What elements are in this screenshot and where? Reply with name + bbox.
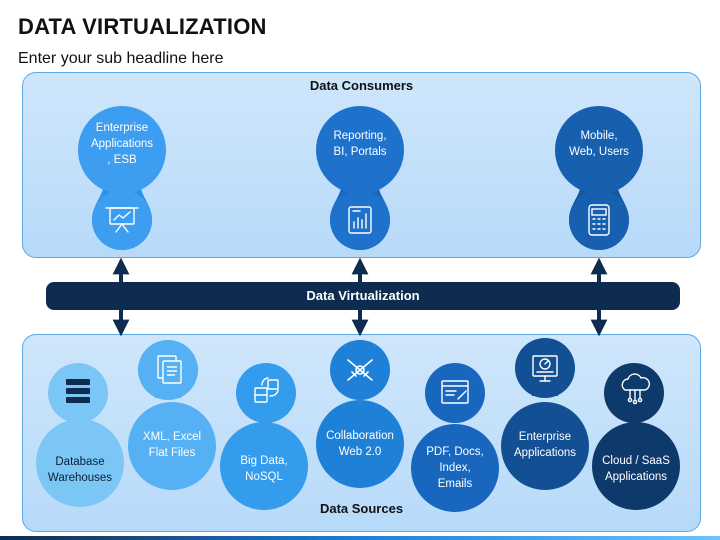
source-shape-bigdata [220, 363, 308, 510]
cloud-network-icon [621, 373, 651, 405]
source-shape-enterprise [501, 338, 589, 490]
source-label-bigdata: Big Data,NoSQL [240, 455, 288, 483]
report-chart-icon [348, 206, 372, 234]
footer-stripe [0, 536, 720, 540]
consumer-shape-mobile [555, 106, 643, 250]
page-title: DATA VIRTUALIZATION [18, 14, 267, 39]
sources-panel-label: Data Sources [319, 501, 404, 516]
consumer-shape-reporting [316, 106, 404, 250]
source-shape-xml [128, 340, 216, 490]
source-shape-collaboration [316, 340, 404, 488]
source-label-pdf: PDF, Docs,Index,Emails [426, 446, 484, 490]
dashboard-icon [532, 355, 558, 382]
mobile-keypad-icon [588, 204, 610, 236]
consumer-shape-enterprise [78, 106, 166, 250]
server-rack-icon [66, 379, 90, 403]
data-virtualization-bar: Data Virtualization [46, 282, 680, 310]
source-shape-pdf [411, 363, 499, 512]
consumers-panel-label: Data Consumers [309, 78, 414, 93]
consumer-label-reporting: Reporting,BI, Portals [333, 130, 387, 158]
documents-icon [157, 355, 182, 384]
presentation-chart-icon [105, 207, 139, 233]
source-shape-cloud [592, 363, 680, 510]
database-transfer-icon [254, 377, 279, 403]
handshake-icon [347, 359, 373, 381]
consumer-label-mobile: Mobile,Web, Users [569, 130, 629, 158]
document-edit-icon [441, 380, 469, 404]
page-subtitle: Enter your sub headline here [18, 50, 224, 67]
